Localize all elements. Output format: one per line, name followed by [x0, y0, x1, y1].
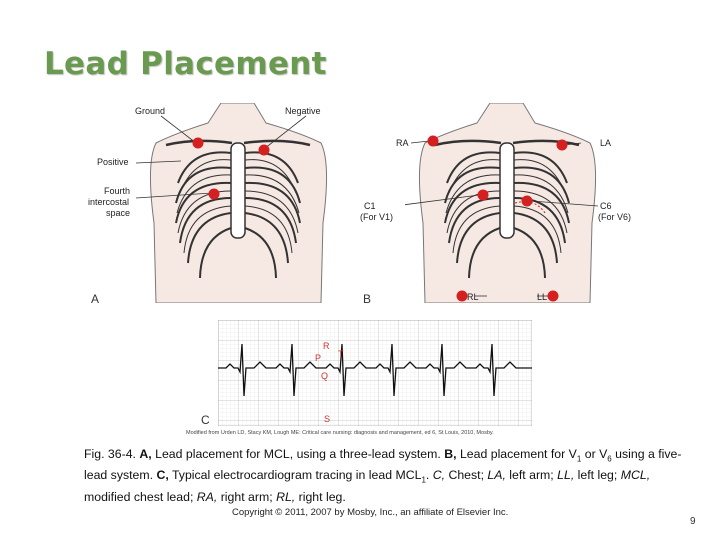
electrode-c1 — [477, 189, 489, 201]
ecg-label-s: S — [324, 414, 331, 424]
electrode-positive — [208, 188, 220, 200]
ecg-label-r: R — [323, 341, 330, 351]
slide-title: Lead Placement — [44, 46, 327, 82]
panel-a-letter: A — [91, 292, 100, 306]
electrode-ra — [427, 135, 439, 147]
label-c1: C1 — [364, 201, 376, 211]
copyright-notice: Copyright © 2011, 2007 by Mosby, Inc., a… — [232, 507, 509, 518]
panel-c-letter: C — [201, 413, 210, 427]
ecg-trace — [218, 343, 532, 397]
electrode-c6 — [521, 195, 533, 207]
electrode-rl — [456, 290, 468, 302]
electrode-negative — [258, 144, 270, 156]
label-ll: LL — [537, 292, 548, 302]
label-c6-for: (For V6) — [598, 212, 632, 222]
label-rl: RL — [467, 292, 479, 302]
label-c1-for: (For V1) — [360, 212, 394, 222]
label-ra: RA — [396, 138, 409, 148]
panel-a-torso-illustration — [136, 103, 328, 303]
label-negative: Negative — [285, 106, 321, 116]
panel-b-letter: B — [363, 292, 372, 306]
ecg-label-q: Q — [321, 371, 329, 381]
page-number: 9 — [690, 516, 696, 527]
label-fourth-ics-1: Fourth — [104, 186, 131, 196]
label-la: LA — [600, 138, 612, 148]
figure-caption: Fig. 36-4. A, Lead placement for MCL, us… — [84, 447, 682, 504]
image-credit: Modified from Urden LD, Stacy KM, Lough … — [186, 430, 494, 436]
ecg-label-t: T — [338, 349, 344, 359]
electrode-ground — [192, 137, 204, 149]
electrode-la — [556, 139, 568, 151]
ecg-label-p: P — [315, 353, 322, 363]
ecg-strip — [218, 320, 532, 426]
electrode-ll — [547, 290, 559, 302]
label-fourth-ics-3: space — [106, 208, 131, 218]
label-ground: Ground — [135, 106, 166, 116]
label-fourth-ics-2: intercostal — [88, 197, 130, 207]
label-positive: Positive — [97, 157, 129, 167]
panel-b-torso-illustration — [405, 103, 599, 303]
label-c6: C6 — [600, 201, 612, 211]
